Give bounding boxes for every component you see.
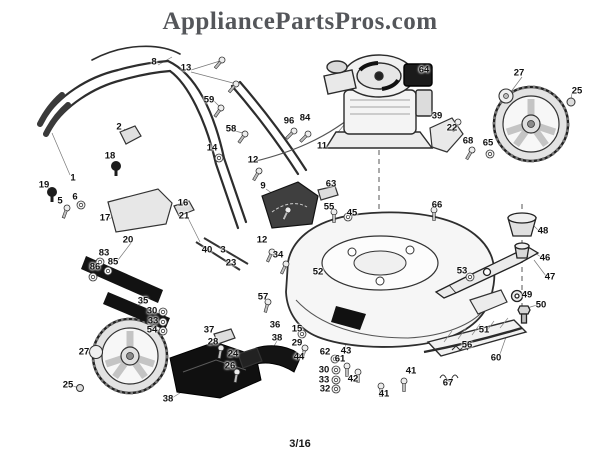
rear-door-assembly bbox=[423, 317, 528, 382]
site-logo-title: AppliancePartsPros.com bbox=[162, 8, 438, 35]
support-brackets bbox=[107, 117, 464, 369]
right-wheel bbox=[492, 85, 576, 163]
left-wheel bbox=[76, 317, 169, 395]
page-indicator: 3/16 bbox=[289, 438, 311, 450]
engine-assembly bbox=[323, 54, 434, 149]
side-rails bbox=[81, 256, 170, 330]
blade-assembly bbox=[434, 212, 540, 324]
mower-deck bbox=[285, 211, 508, 348]
handle-assembly bbox=[37, 45, 351, 230]
